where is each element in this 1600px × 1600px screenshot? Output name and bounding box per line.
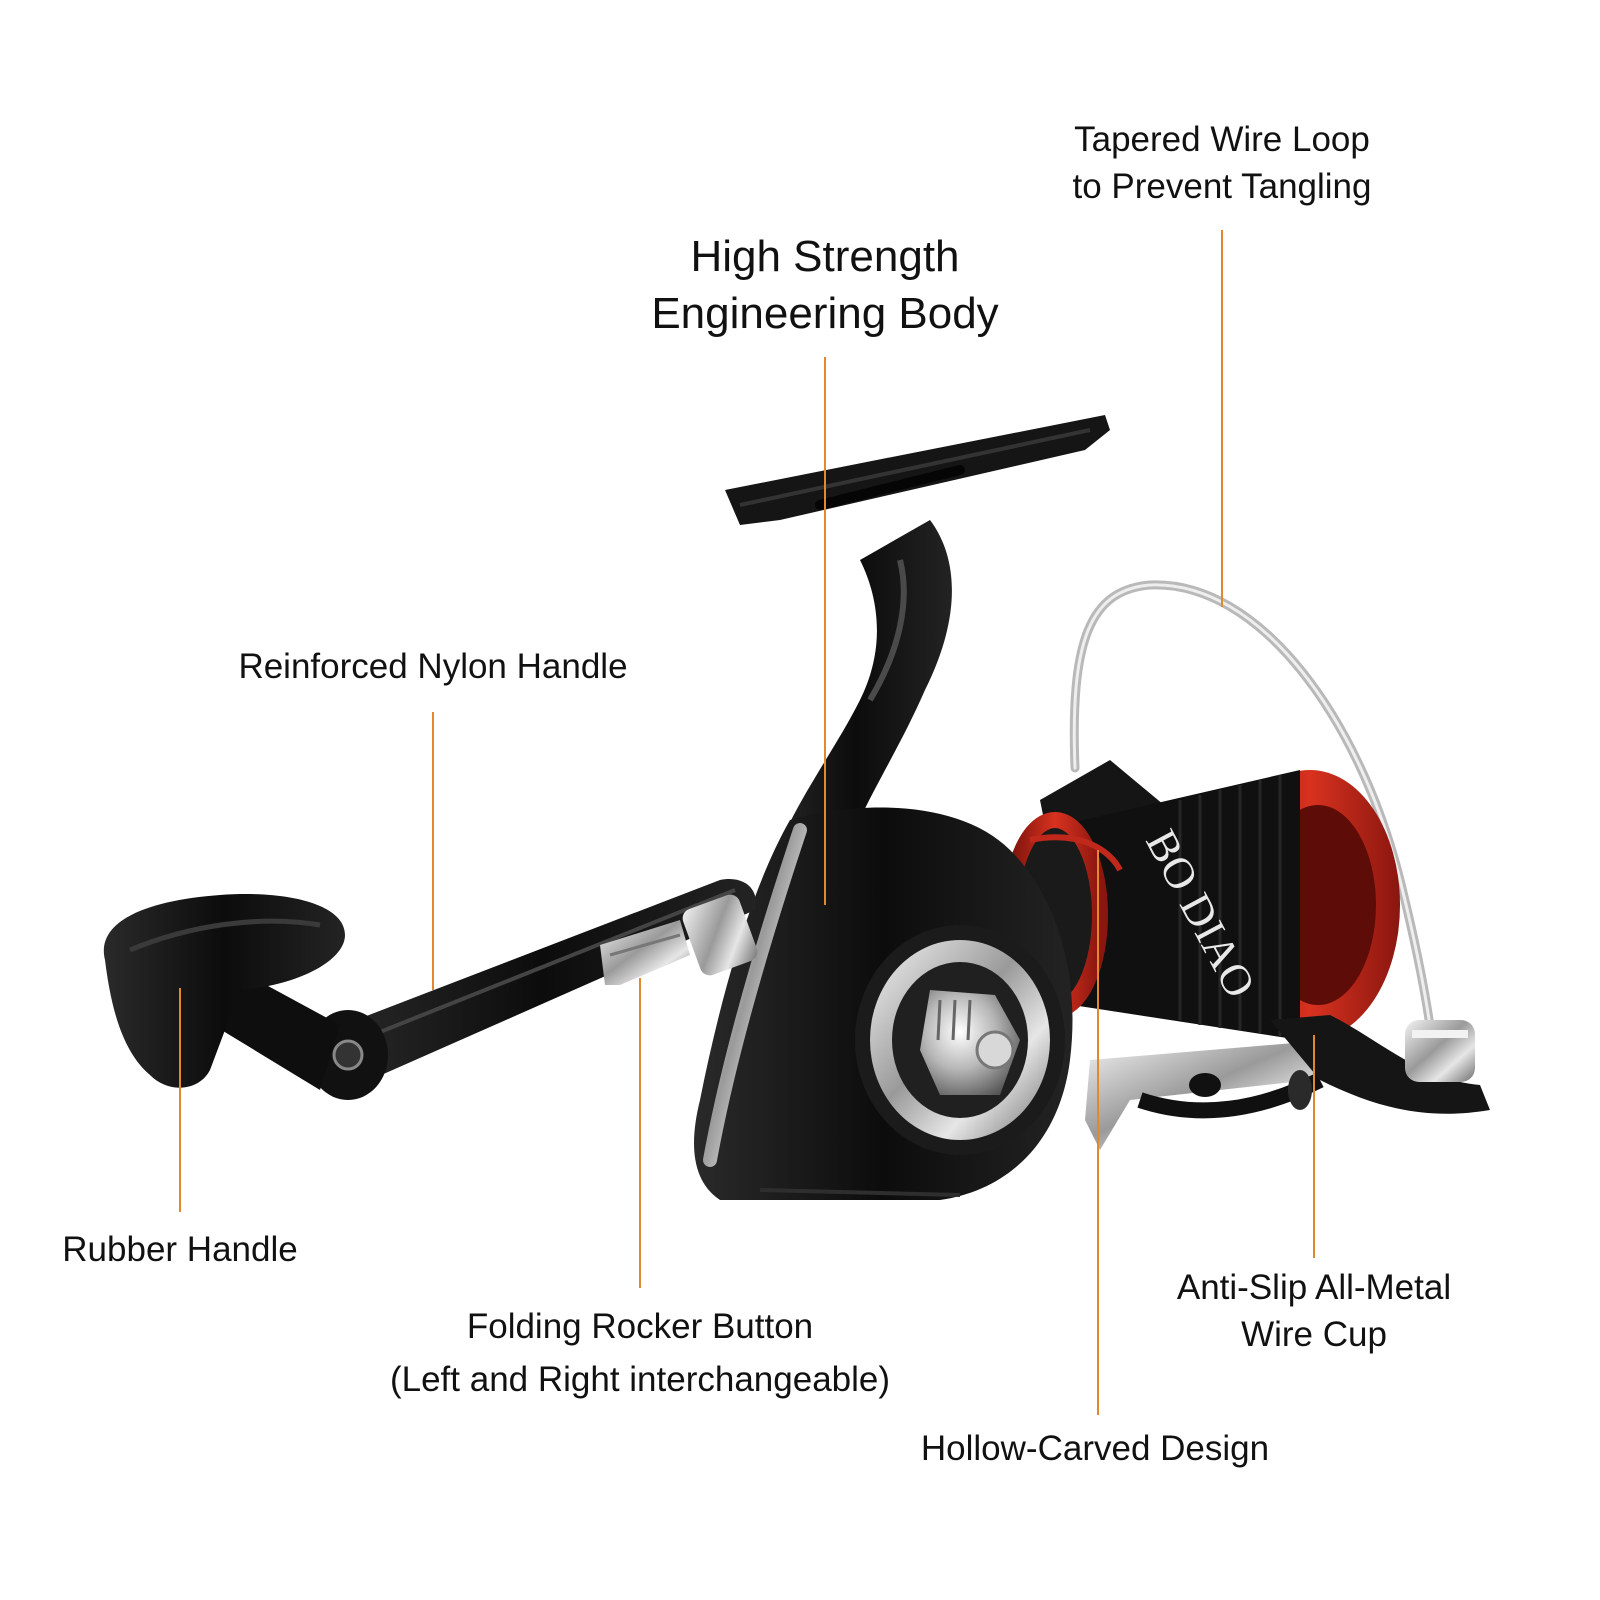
rubber-handle	[103, 894, 345, 1088]
reel-foot	[725, 415, 1110, 525]
leader-lines	[179, 230, 1315, 1415]
label-wire-loop-line2: to Prevent Tangling	[1072, 167, 1372, 207]
label-hollow-design: Hollow-Carved Design	[880, 1425, 1310, 1472]
label-rocker-button: Folding Rocker Button (Left and Right in…	[340, 1303, 940, 1404]
crank-collar	[682, 894, 758, 976]
label-hollow-design-line1: Hollow-Carved Design	[920, 1429, 1270, 1468]
label-wire-cup-line2: Wire Cup	[1241, 1315, 1387, 1355]
label-rocker-button-line2: (Left and Right interchangeable)	[389, 1360, 891, 1400]
label-wire-cup-line1: Anti-Slip All-Metal	[1176, 1268, 1452, 1307]
wire-cup	[1405, 1020, 1475, 1082]
label-rocker-button-line1: Folding Rocker Button	[466, 1307, 814, 1346]
folding-rocker-button	[600, 920, 690, 985]
label-wire-loop: Tapered Wire Loop to Prevent Tangling	[1022, 116, 1422, 211]
label-body-line2: Engineering Body	[651, 289, 999, 339]
label-nylon-handle-line1: Reinforced Nylon Handle	[238, 647, 628, 686]
label-body: High Strength Engineering Body	[615, 228, 1035, 342]
label-rubber-handle: Rubber Handle	[30, 1226, 330, 1273]
label-body-line1: High Strength	[690, 232, 960, 281]
label-nylon-handle: Reinforced Nylon Handle	[198, 643, 668, 690]
label-wire-cup: Anti-Slip All-Metal Wire Cup	[1134, 1264, 1494, 1359]
label-rubber-handle-line1: Rubber Handle	[62, 1230, 298, 1269]
hollow-carved-arm	[1085, 1040, 1330, 1150]
bail-arm	[1270, 1015, 1490, 1114]
label-wire-loop-line1: Tapered Wire Loop	[1074, 120, 1370, 159]
